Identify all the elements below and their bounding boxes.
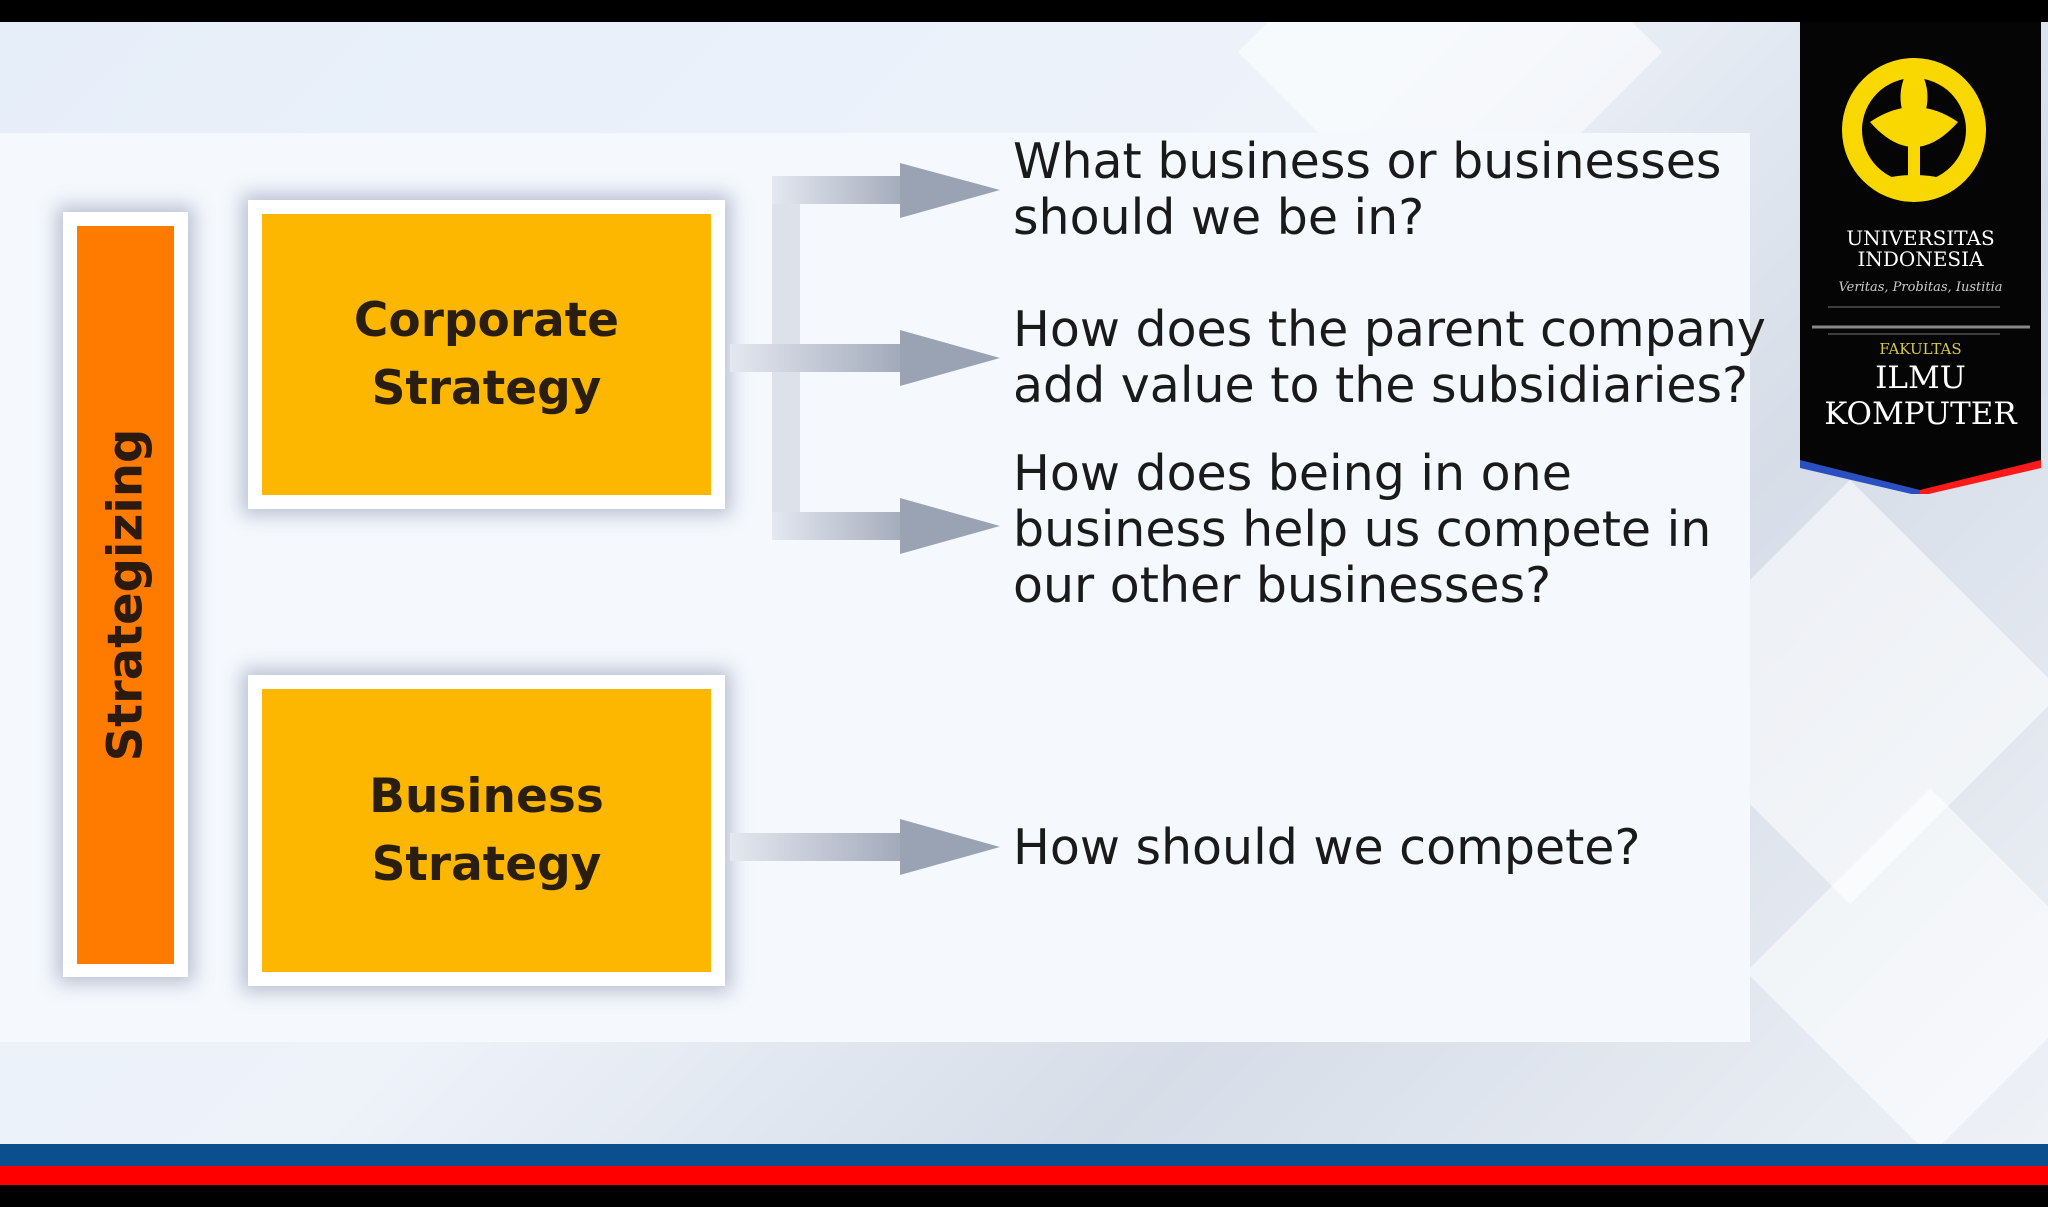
footer-blue-stripe: [0, 1144, 2048, 1166]
question-4: How should we compete?: [1013, 819, 1641, 876]
university-name: UNIVERSITAS INDONESIA: [1846, 226, 1995, 271]
question-1: What business or businesses should we be…: [1013, 133, 1722, 246]
question-3: How does being in one business help us c…: [1013, 445, 1712, 614]
footer-red-stripe: [0, 1166, 2048, 1185]
makara-emblem-icon: [1842, 58, 1986, 202]
arrow-2: [730, 330, 1000, 386]
strategizing-bar: Strategizing: [63, 212, 188, 977]
corporate-strategy-box: Corporate Strategy: [248, 200, 725, 509]
arrow-1: [772, 163, 1000, 218]
business-strategy-label: Business Strategy: [262, 689, 711, 972]
question-2: How does the parent company add value to…: [1013, 301, 1766, 414]
arrow-3: [772, 498, 1000, 554]
arrow-4: [730, 819, 1000, 875]
faculty-name: ILMU KOMPUTER: [1824, 360, 2017, 432]
faculty-label: FAKULTAS: [1879, 340, 1962, 358]
business-strategy-box: Business Strategy: [248, 675, 725, 986]
corporate-strategy-label: Corporate Strategy: [262, 214, 711, 495]
university-motto: Veritas, Probitas, Iustitia: [1838, 280, 2003, 295]
university-logo-banner: UNIVERSITAS INDONESIA Veritas, Probitas,…: [1800, 22, 2041, 494]
